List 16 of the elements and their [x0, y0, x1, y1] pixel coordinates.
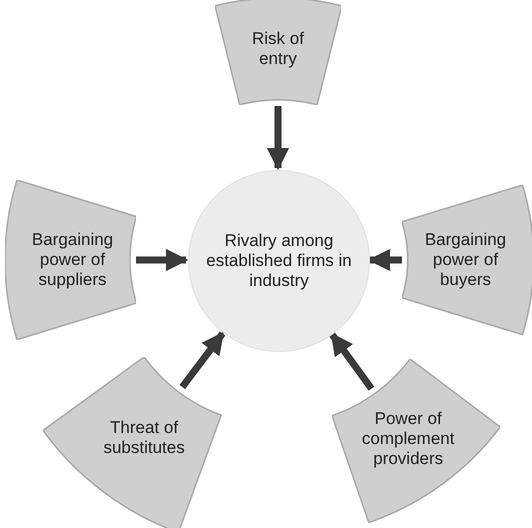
force-sector: [214, 0, 342, 105]
arrow: [368, 248, 402, 272]
force-sector: [43, 356, 222, 528]
node-label: Bargaining power of suppliers: [30, 230, 114, 290]
node-label: Bargaining power of buyers: [424, 230, 508, 290]
node-label: Threat of substitutes: [102, 418, 186, 458]
arrow: [180, 331, 226, 390]
node-label: Power of complement providers: [360, 409, 456, 470]
arrow: [136, 248, 188, 272]
node-label: Rivalry among established firms in industry: [205, 231, 353, 291]
node-label: Risk of entry: [251, 29, 305, 69]
force-sector: [5, 180, 136, 340]
force-sector: [402, 185, 532, 335]
arrow: [266, 106, 290, 170]
force-sector: [332, 359, 500, 523]
arrow: [329, 332, 374, 391]
